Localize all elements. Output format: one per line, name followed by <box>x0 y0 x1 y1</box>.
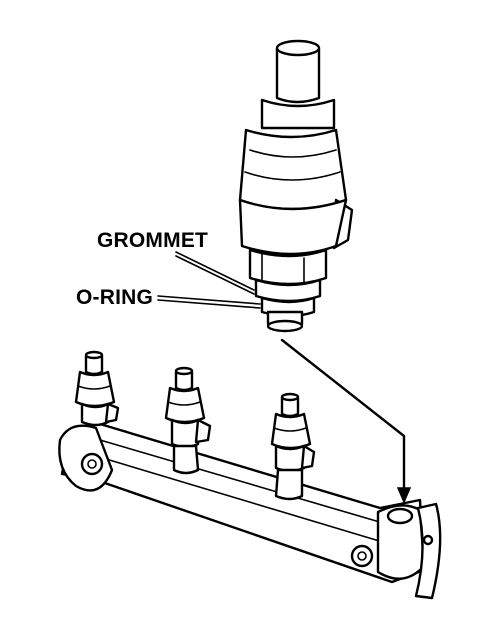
installation-arrow <box>280 338 412 504</box>
o-ring-label: O-RING <box>76 286 154 309</box>
injector-exploded <box>238 39 354 333</box>
rail-injector-3 <box>270 392 316 501</box>
rail-injector-1 <box>74 350 120 427</box>
grommet-label: GROMMET <box>97 229 209 252</box>
fuel-rail <box>58 422 442 600</box>
leader-lines <box>157 251 261 309</box>
rail-injector-2 <box>164 366 212 475</box>
